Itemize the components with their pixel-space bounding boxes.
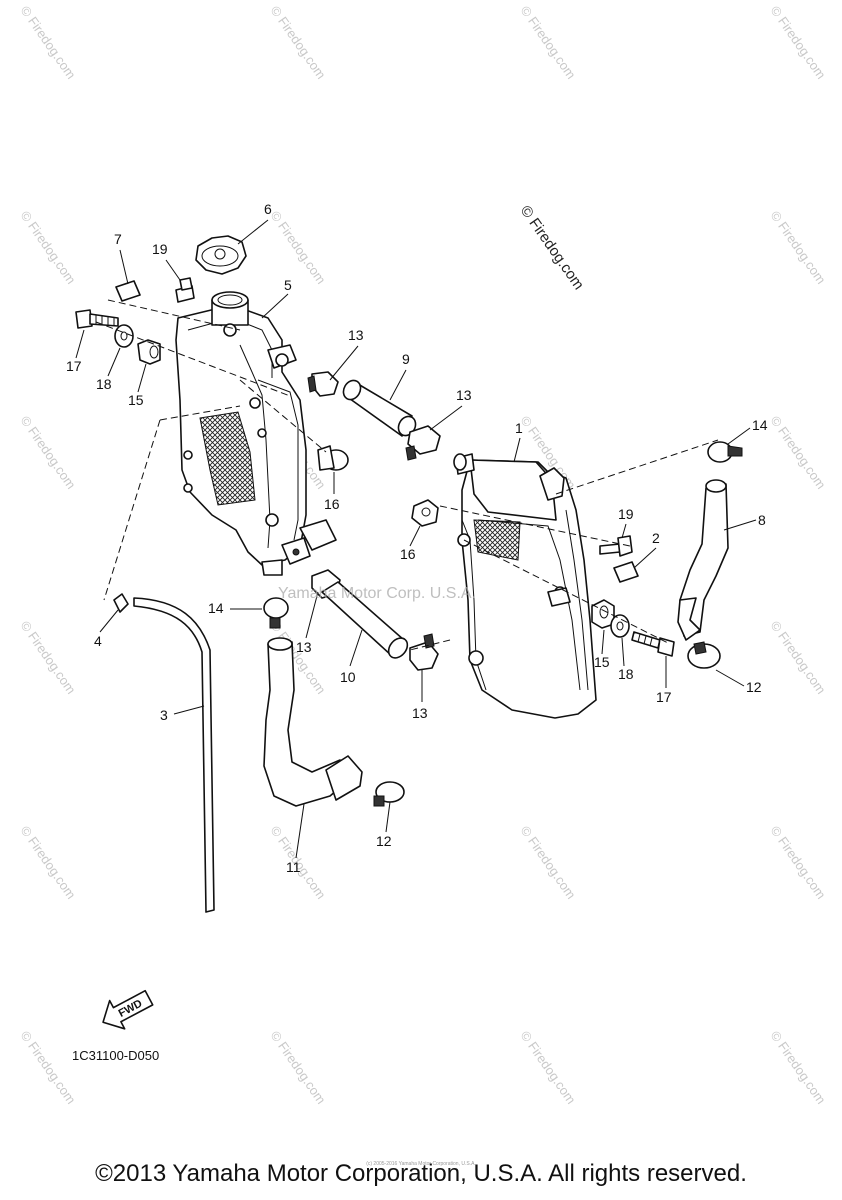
callout-13-c: 13 — [296, 639, 312, 655]
watermark-text: © Firedog.com — [518, 823, 579, 902]
collar-16-right — [411, 499, 439, 527]
watermark-text: © Firedog.com — [518, 3, 579, 82]
tiny-notice: (c) 2005-2016 Yamaha Motor Corporation, … — [366, 1161, 476, 1167]
watermark-text: © Firedog.com — [768, 413, 829, 492]
callout-5: 5 — [284, 277, 292, 293]
right-radiator — [453, 453, 597, 719]
callout-13-d: 13 — [412, 705, 428, 721]
watermark-text: © Firedog.com — [18, 618, 79, 697]
callout-6: 6 — [264, 201, 272, 217]
callout-17-left: 17 — [66, 358, 82, 374]
callout-18-left: 18 — [96, 376, 112, 392]
callout-12-right: 12 — [746, 679, 762, 695]
overflow-tube-3 — [133, 597, 215, 913]
pad-2 — [613, 561, 639, 583]
bolt-19-left — [175, 277, 195, 303]
watermark-text: © Firedog.com — [18, 208, 79, 287]
hose-11 — [263, 637, 363, 807]
watermark-text: © Firedog.com — [768, 1028, 829, 1107]
callout-14-right: 14 — [752, 417, 768, 433]
callout-1: 1 — [515, 420, 523, 436]
clamp-14-right — [707, 441, 743, 463]
fwd-arrow-icon: FWD — [102, 989, 154, 1030]
callouts: 1 2 3 4 5 6 7 8 9 10 11 12 12 13 13 13 1… — [66, 201, 768, 875]
callout-14-left: 14 — [208, 600, 224, 616]
watermark-text: © Firedog.com — [18, 3, 79, 82]
watermark-text: © Firedog.com — [268, 3, 329, 82]
callout-8: 8 — [758, 512, 766, 528]
watermark-text: © Firedog.com — [768, 823, 829, 902]
collar-16-left — [317, 445, 349, 471]
clamp-12-lower — [373, 781, 405, 807]
washer-18-left — [114, 324, 134, 348]
watermark-text: © Firedog.com — [518, 1028, 579, 1107]
watermark-text: © Firedog.com — [18, 1028, 79, 1107]
clamp-13-d — [409, 633, 439, 671]
watermark-text: © Firedog.com — [768, 208, 829, 287]
clamp-13-b — [405, 425, 441, 461]
copyright-footer: ©2013 Yamaha Motor Corporation, U.S.A. A… — [95, 1160, 747, 1187]
washer-18-right — [610, 614, 630, 638]
watermark-text: © Firedog.com — [268, 208, 329, 287]
watermark-text: © Firedog.com — [18, 823, 79, 902]
left-radiator — [175, 291, 337, 576]
callout-7: 7 — [114, 231, 122, 247]
callout-9: 9 — [402, 351, 410, 367]
alignment-lines — [95, 299, 719, 651]
callout-18-right: 18 — [618, 666, 634, 682]
callout-15-left: 15 — [128, 392, 144, 408]
hose-9 — [342, 379, 417, 437]
firedog-copyright-mark: © Firedog.com — [517, 203, 587, 294]
callout-2: 2 — [652, 530, 660, 546]
callout-12-lower: 12 — [376, 833, 392, 849]
callout-19-right: 19 — [618, 506, 634, 522]
bolt-17-right — [631, 631, 675, 657]
bolt-19-right — [599, 535, 633, 557]
watermark-text: © Firedog.com — [18, 413, 79, 492]
callout-13-b: 13 — [456, 387, 472, 403]
callout-11: 11 — [286, 859, 301, 875]
radiator-cap — [195, 235, 247, 275]
watermark-text: © Firedog.com — [768, 618, 829, 697]
callout-16-left: 16 — [324, 496, 340, 512]
callout-13-a: 13 — [348, 327, 364, 343]
callout-16-right: 16 — [400, 546, 416, 562]
callout-17-right: 17 — [656, 689, 672, 705]
callout-10: 10 — [340, 669, 356, 685]
callout-3: 3 — [160, 707, 168, 723]
callout-15-right: 15 — [594, 654, 610, 670]
grommet-15-left — [137, 339, 161, 365]
hose-8 — [677, 479, 729, 641]
center-watermark: Yamaha Motor Corp. U.S.A. — [278, 585, 476, 602]
clamp-12-right — [687, 641, 721, 669]
reference-code: 1C31100-D050 — [72, 1048, 159, 1063]
clip-4 — [113, 593, 129, 613]
clamp-14-left — [263, 597, 289, 629]
watermark-text: © Firedog.com — [268, 1028, 329, 1107]
hose-10 — [321, 581, 409, 659]
callout-4: 4 — [94, 633, 102, 649]
watermark-text: © Firedog.com — [768, 3, 829, 82]
callout-19-left: 19 — [152, 241, 168, 257]
bolt-17-left — [75, 309, 119, 329]
